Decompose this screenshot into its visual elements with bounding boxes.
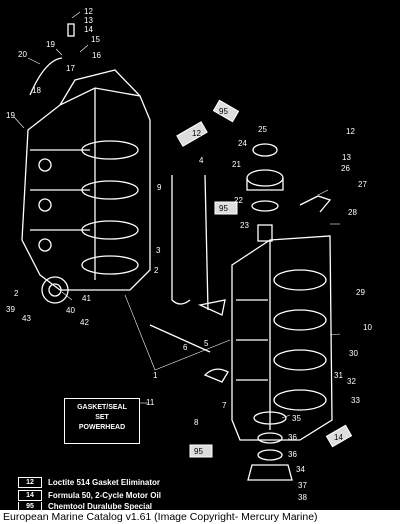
callout: 2 [14, 289, 19, 298]
callout: 36 [288, 450, 297, 459]
callout: 28 [348, 208, 357, 217]
callout: 37 [298, 481, 307, 490]
callout: 7 [222, 401, 227, 410]
upper-bearing-assembly [246, 143, 284, 242]
callout: 32 [347, 377, 356, 386]
tube-label: 14 [334, 433, 343, 442]
callout: 9 [157, 183, 162, 192]
callout: 6 [183, 343, 188, 352]
sealant-tubes [176, 99, 353, 458]
callout: 1 [153, 371, 158, 380]
callout: 34 [296, 465, 305, 474]
cylinder-block [231, 235, 333, 441]
part-number-callouts: 12 13 14 15 16 17 18 19 20 19 1 2 3 4 5 … [6, 7, 372, 502]
callout: 22 [234, 196, 243, 205]
callout: 30 [349, 349, 358, 358]
callout: 39 [6, 305, 15, 314]
tube-label: 95 [219, 107, 228, 116]
callout: 21 [232, 160, 241, 169]
crankcase-half [21, 69, 151, 291]
callout: 16 [92, 51, 101, 60]
legend-text: Chemtool Duralube Special [48, 502, 153, 510]
callout: 35 [292, 414, 301, 423]
callout: 17 [66, 64, 75, 73]
callout: 10 [363, 323, 372, 332]
callout: 12 [346, 127, 355, 136]
callout: 5 [204, 339, 209, 348]
callout: 12 [84, 7, 93, 16]
tube-label: 95 [219, 204, 228, 213]
callout: 31 [334, 371, 343, 380]
callout: 40 [66, 306, 75, 315]
callout: 14 [84, 25, 93, 34]
lower-seal-assembly [247, 411, 293, 481]
callout: 42 [80, 318, 89, 327]
callout: 4 [199, 156, 204, 165]
legend-row: 12 Loctite 514 Gasket Eliminator [18, 476, 278, 489]
legend-row: 95 Chemtool Duralube Special [18, 502, 278, 510]
callout: 18 [32, 86, 41, 95]
callout: 11 [146, 398, 155, 407]
kit-line-2: SET [95, 414, 109, 421]
callout: 2 [154, 266, 159, 275]
callout: 33 [351, 396, 360, 405]
legend-row: 14 Formula 50, 2-Cycle Motor Oil [18, 489, 278, 502]
callout: 38 [298, 493, 307, 502]
legend-code: 12 [18, 477, 42, 488]
legend-code: 95 [18, 502, 42, 510]
small-parts [29, 23, 332, 383]
callout: 29 [356, 288, 365, 297]
callout: 19 [46, 40, 55, 49]
callout: 27 [358, 180, 367, 189]
legend-code: 14 [18, 490, 42, 501]
callout: 15 [91, 35, 100, 44]
legend-text: Loctite 514 Gasket Eliminator [48, 478, 161, 487]
callout: 24 [238, 139, 247, 148]
legend-text: Formula 50, 2-Cycle Motor Oil [48, 491, 161, 500]
exploded-parts-diagram: 95 12 95 14 95 12 13 14 15 16 17 18 19 2… [6, 7, 372, 502]
tube-labels: 95 12 95 14 95 [192, 107, 343, 456]
callout: 13 [84, 16, 93, 25]
callout: 19 [6, 111, 15, 120]
kit-line-3: POWERHEAD [78, 424, 126, 431]
callout: 41 [82, 294, 91, 303]
sealant-legend: 12 Loctite 514 Gasket Eliminator 14 Form… [18, 476, 278, 510]
callout: 3 [156, 246, 161, 255]
callout: 26 [341, 164, 350, 173]
callout: 8 [194, 418, 199, 427]
callout: 25 [258, 125, 267, 134]
tube-label: 95 [194, 447, 203, 456]
tube-label: 12 [192, 129, 201, 138]
callout: 20 [18, 50, 27, 59]
callout: 13 [342, 153, 351, 162]
image-caption: European Marine Catalog v1.61 (Image Cop… [0, 510, 400, 524]
callout: 36 [288, 433, 297, 442]
leader-lines [13, 11, 341, 419]
kit-line-1: GASKET/SEAL [77, 404, 127, 411]
callout: 23 [240, 221, 249, 230]
gasket-seal-set-box: GASKET/SEAL SET POWERHEAD [64, 398, 140, 444]
callout: 43 [22, 314, 31, 323]
